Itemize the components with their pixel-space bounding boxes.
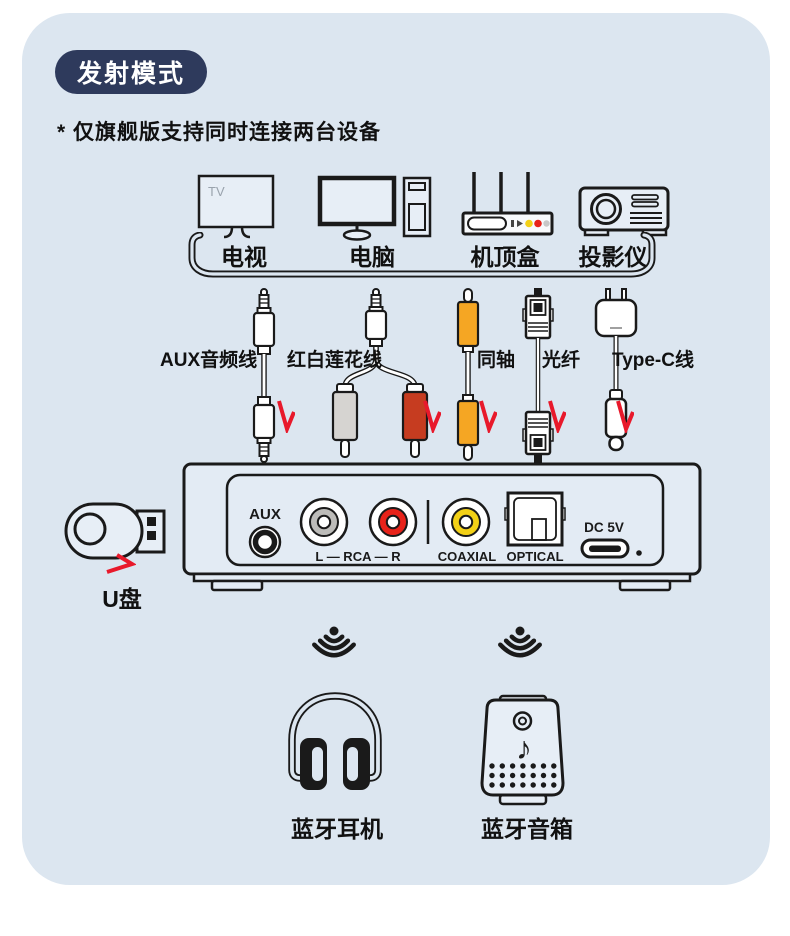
rca-port-label: L — RCA — R — [315, 549, 401, 564]
speaker-grille — [489, 763, 557, 788]
down-arrow-icon — [479, 400, 497, 433]
coaxial-cable-icon — [456, 288, 480, 461]
tv-icon: TV — [197, 174, 275, 239]
background-panel — [22, 13, 770, 885]
rca-splitter-cable-icon — [331, 288, 429, 458]
set-top-box-icon — [461, 172, 554, 236]
rca-cable-label: 红白莲花线 — [287, 350, 383, 371]
signal-icon — [312, 626, 356, 658]
computer-icon — [317, 175, 432, 241]
music-note-glyph: ♪ — [516, 730, 532, 766]
computer-label: 电脑 — [349, 244, 395, 270]
rca-left-jack — [299, 497, 349, 547]
optical-cable-icon — [522, 288, 554, 463]
down-arrow-icon — [548, 400, 566, 433]
coaxial-cable-label: 同轴 — [477, 350, 516, 371]
mode-badge: 发射模式 — [55, 50, 207, 94]
aux-cable-icon — [252, 288, 276, 463]
projector-label: 投影仪 — [578, 244, 648, 270]
optical-port — [504, 491, 566, 547]
optical-cable-label: 光纤 — [542, 350, 581, 371]
type-c-cable-icon — [594, 288, 638, 452]
svg-text:TV: TV — [208, 184, 225, 199]
receiver-device: AUX L — RCA — R COAXIAL — [182, 462, 702, 592]
devices-brace — [188, 232, 656, 278]
footnote-text: * 仅旗舰版支持同时连接两台设备 — [57, 121, 382, 144]
coaxial-port-label: COAXIAL — [438, 549, 497, 564]
led-dot — [636, 550, 642, 556]
projector-icon — [578, 186, 670, 237]
headphones-label: 蓝牙耳机 — [291, 816, 383, 842]
headphones-icon — [288, 692, 382, 790]
set-top-box-label: 机顶盒 — [470, 244, 540, 270]
aux-cable-label: AUX音频线 — [160, 350, 258, 371]
right-arrow-icon — [106, 553, 136, 574]
down-arrow-icon — [277, 400, 295, 433]
coaxial-jack — [441, 497, 491, 547]
rca-right-jack — [368, 497, 418, 547]
tv-label: 电视 — [221, 244, 267, 270]
aux-jack — [248, 525, 282, 559]
down-arrow-icon — [616, 400, 634, 433]
usb-drive-label: U盘 — [102, 586, 142, 612]
optical-port-label: OPTICAL — [506, 549, 563, 564]
signal-icon — [498, 626, 542, 658]
aux-port-label: AUX — [249, 506, 281, 523]
speaker-label: 蓝牙音箱 — [481, 816, 573, 842]
dc-port-label: DC 5V — [584, 520, 624, 535]
mode-badge-label: 发射模式 — [76, 60, 185, 88]
usb-drive-icon — [64, 502, 166, 560]
usb-c-port — [580, 538, 630, 559]
speaker-icon: ♪ — [480, 694, 565, 806]
type-c-cable-label: Type-C线 — [612, 350, 694, 371]
down-arrow-icon — [423, 400, 441, 433]
